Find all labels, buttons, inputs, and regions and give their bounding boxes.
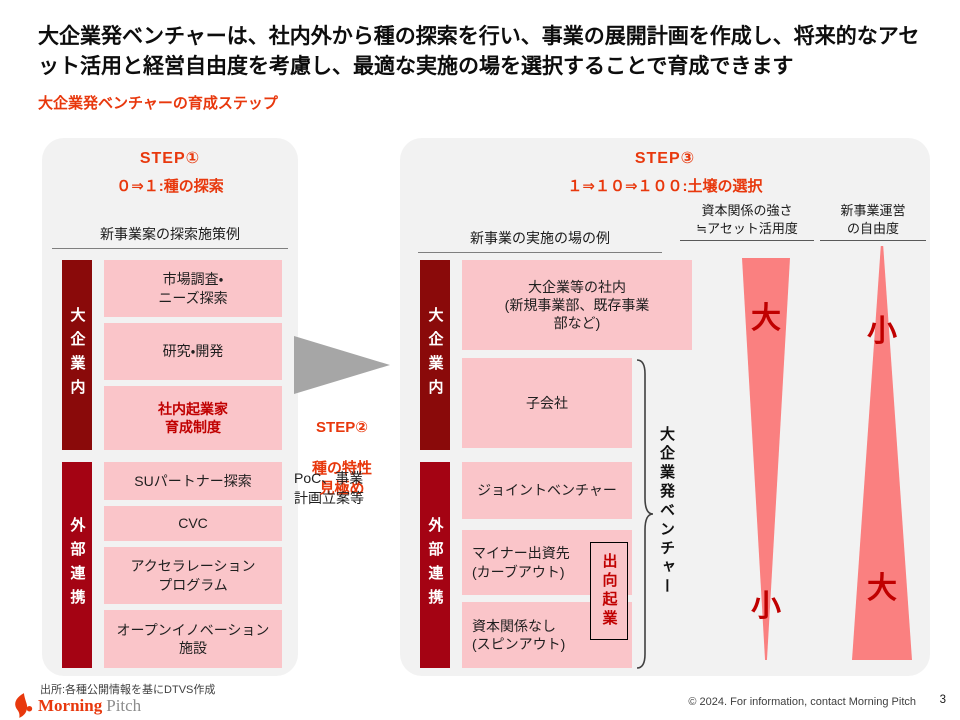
measure-box-intrapreneur-program: 社内起業家 育成制度 — [104, 386, 282, 450]
logo-word-morning: Morning — [38, 695, 103, 715]
capital-bottom-label: 小 — [751, 590, 781, 623]
morning-pitch-logo: Morning Pitch — [12, 693, 141, 718]
place-box-joint-venture: ジョイントベンチャー — [462, 462, 632, 519]
category-label-internal: 大企業内 — [68, 307, 86, 403]
step2-description: PoC、事業 計画立案等 — [294, 470, 364, 507]
category-bar-internal: 大企業内 — [62, 260, 92, 450]
measure-box-open-innovation: オープンイノベーション 施設 — [104, 610, 282, 668]
step3-section-header: 新事業の実施の場の例 — [418, 228, 662, 253]
measure-box-cvc: CVC — [104, 506, 282, 541]
place-box-inside-company: 大企業等の社内 (新規事業部、既存事業 部など) — [462, 260, 692, 350]
axis-header-freedom: 新事業運営 の自由度 — [820, 202, 926, 242]
measure-box-rnd: 研究・開発 — [104, 323, 282, 380]
step2-label-block: STEP② 種の特性 見極め — [286, 398, 398, 520]
secondment-entrepreneur-box: 出向起業 — [590, 542, 628, 640]
step3-panel: STEP③ １⇒１０⇒１００:土壌の選択 新事業の実施の場の例 資本関係の強さ … — [400, 138, 930, 676]
category-bar-external: 外部連携 — [420, 462, 450, 668]
category-bar-internal: 大企業内 — [420, 260, 450, 450]
category-bar-external: 外部連携 — [62, 462, 92, 668]
step3-label: STEP③ — [634, 150, 696, 167]
step2-label: STEP② — [316, 419, 368, 437]
step3-sublabel: １⇒１０⇒１００:土壌の選択 — [567, 178, 763, 195]
capital-top-label: 大 — [751, 302, 781, 335]
place-box-subsidiary: 子会社 — [462, 358, 632, 448]
measure-box-su-partner: SUパートナー探索 — [104, 462, 282, 500]
category-label-internal: 大企業内 — [426, 307, 444, 403]
morning-pitch-logo-icon — [15, 693, 33, 718]
logo-word-pitch: Pitch — [106, 695, 142, 715]
source-note: 出所:各種公開情報を基にDTVS作成 — [40, 684, 216, 696]
page-title: 大企業発ベンチャーは、社内外から種の探索を行い、事業の展開計画を作成し、将来的な… — [38, 25, 920, 79]
copyright-text: © 2024. For information, contact Morning… — [688, 696, 916, 708]
category-label-external: 外部連携 — [426, 517, 444, 613]
page-number: 3 — [939, 694, 946, 706]
brace-label-corporate-venture: 大企業発ベンチャー — [658, 426, 675, 597]
measure-box-accelerator: アクセラレーション プログラム — [104, 547, 282, 604]
step1-label: STEP① — [139, 150, 201, 167]
step1-section-header: 新事業案の探索施策例 — [52, 224, 288, 249]
step1-panel: STEP① ０⇒１:種の探索 新事業案の探索施策例 大企業内 市場調査・ ニーズ… — [42, 138, 298, 676]
category-label-external: 外部連携 — [68, 517, 86, 613]
step2-sublabel: 種の特性 見極め — [311, 459, 372, 497]
axis-header-capital: 資本関係の強さ ≒アセット活用度 — [680, 202, 814, 242]
transition-arrow-icon — [294, 336, 390, 394]
step1-sublabel: ０⇒１:種の探索 — [116, 178, 224, 195]
measure-box-market-research: 市場調査・ ニーズ探索 — [104, 260, 282, 317]
freedom-bottom-label: 大 — [867, 572, 897, 605]
secondment-entrepreneur-label: 出向起業 — [600, 553, 618, 629]
page-subtitle: 大企業発ベンチャーの育成ステップ — [38, 95, 278, 112]
brace-icon — [636, 359, 654, 669]
freedom-top-label: 小 — [867, 315, 897, 348]
